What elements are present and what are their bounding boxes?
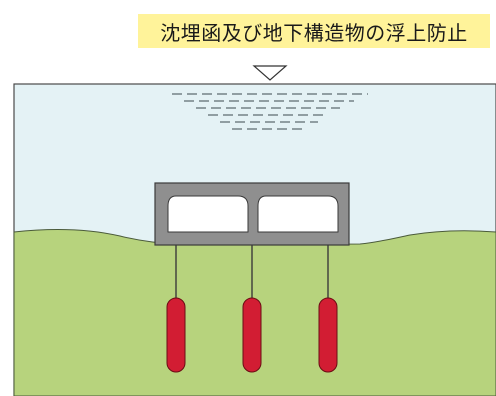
water-level-marker: [252, 65, 288, 81]
water-surface-lines: [172, 93, 368, 130]
ground-anchor-2: [242, 297, 262, 373]
tunnel-opening-right: [257, 195, 339, 233]
ground-anchor-3: [318, 297, 338, 373]
diagram-title: 沈埋函及び地下構造物の浮上防止: [138, 14, 490, 48]
ground-anchor-1: [166, 297, 186, 373]
tunnel-opening-left: [167, 195, 249, 233]
